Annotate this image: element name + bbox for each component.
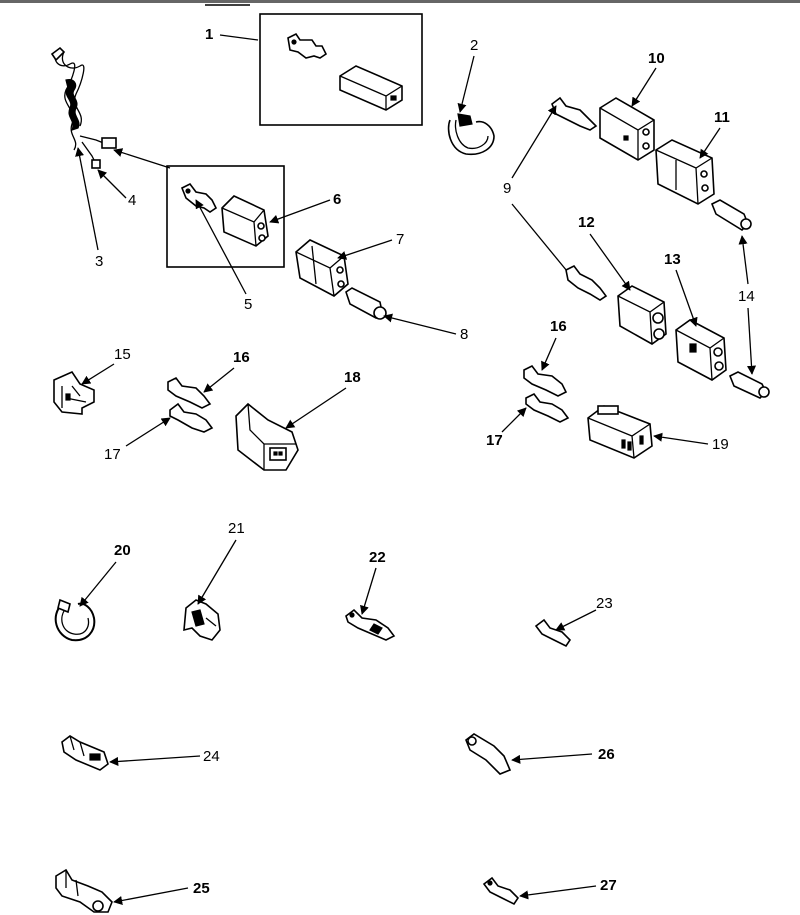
- callout-21: 21: [228, 520, 245, 537]
- leader-15: [81, 363, 115, 385]
- leader-9a: [511, 105, 557, 179]
- leader-1: [219, 34, 259, 41]
- part-18-connector-housing: [235, 402, 299, 471]
- part-25-ground-terminal: [55, 868, 113, 913]
- leader-17-right: [501, 407, 527, 433]
- part-6-connector-housing: [221, 195, 269, 247]
- leader-harness-to-kit: [113, 148, 171, 169]
- callout-24: 24: [203, 748, 220, 765]
- callout-23: 23: [596, 595, 613, 612]
- part-9-terminal-upper: [551, 96, 598, 131]
- leader-11: [699, 127, 721, 159]
- leader-19: [653, 432, 709, 445]
- part-14-pin-upper: [710, 199, 752, 232]
- part-14-pin-lower: [728, 371, 770, 399]
- callout-1: 1: [205, 26, 213, 43]
- callout-22: 22: [369, 549, 386, 566]
- callout-13: 13: [664, 251, 681, 268]
- leader-17-left: [125, 417, 171, 447]
- callout-26: 26: [598, 746, 615, 763]
- leader-2: [457, 55, 475, 113]
- leader-14a: [738, 235, 749, 285]
- leader-4: [97, 169, 127, 199]
- part-7-connector: [295, 239, 349, 297]
- cropped-header-strip: [0, 0, 800, 3]
- callout-9: 9: [503, 180, 511, 197]
- part-26-tab-terminal: [465, 733, 512, 775]
- part-1-connector-housing: [339, 65, 403, 111]
- part-17-terminal-right: [525, 392, 570, 423]
- leader-25: [113, 887, 189, 905]
- part-23-terminal: [534, 618, 572, 648]
- leader-21: [197, 539, 237, 605]
- leader-10: [631, 67, 657, 107]
- part-2-clamp: [447, 113, 495, 156]
- part-13-connector-housing: [675, 319, 727, 381]
- leader-26: [511, 753, 593, 764]
- part-16-terminal-left: [167, 376, 212, 409]
- part-22-terminal: [345, 608, 396, 641]
- callout-27: 27: [600, 877, 617, 894]
- leader-18: [285, 387, 347, 429]
- leader-16-right: [541, 337, 557, 371]
- part-5-terminal: [180, 182, 218, 213]
- leader-20: [79, 561, 117, 607]
- callout-3: 3: [95, 253, 103, 270]
- leader-24: [109, 755, 201, 766]
- part-24-receptacle-terminal: [61, 735, 109, 771]
- part-19-connector-housing: [587, 405, 653, 459]
- part-17-terminal-left: [169, 402, 214, 433]
- callout-4: 4: [128, 192, 136, 209]
- callout-2: 2: [470, 37, 478, 54]
- leader-14b: [746, 307, 757, 375]
- callout-17-left: 17: [104, 446, 121, 463]
- part-21-clip: [183, 599, 221, 641]
- callout-5: 5: [244, 296, 252, 313]
- leader-13: [675, 269, 698, 327]
- leader-16-left: [203, 367, 235, 393]
- leader-3: [75, 147, 99, 251]
- callout-19: 19: [712, 436, 729, 453]
- callout-11: 11: [714, 109, 730, 126]
- callout-7: 7: [396, 231, 404, 248]
- callout-6: 6: [333, 191, 341, 208]
- callout-16-right: 16: [550, 318, 567, 335]
- leader-7: [337, 239, 393, 260]
- callout-20: 20: [114, 542, 131, 559]
- part-1-terminal: [287, 32, 328, 59]
- leader-5: [195, 199, 247, 295]
- part-8-pin-terminal: [345, 287, 387, 320]
- callout-12: 12: [578, 214, 595, 231]
- callout-10: 10: [648, 50, 665, 67]
- part-10-connector-housing: [599, 97, 655, 161]
- callout-14: 14: [738, 288, 755, 305]
- callout-18: 18: [344, 369, 361, 386]
- callout-8: 8: [460, 326, 468, 343]
- leader-6: [269, 199, 331, 224]
- callout-25: 25: [193, 880, 210, 897]
- part-15-bracket: [53, 370, 95, 415]
- leader-23: [555, 609, 597, 631]
- leader-12: [589, 233, 631, 291]
- leader-9b: [511, 203, 577, 283]
- part-20-clamp: [54, 598, 96, 642]
- part-9-terminal-lower: [565, 264, 608, 301]
- callout-15: 15: [114, 346, 131, 363]
- part-27-terminal: [482, 876, 520, 906]
- callout-17-right: 17: [486, 432, 503, 449]
- part-16-terminal-right: [523, 364, 568, 397]
- leader-22: [360, 567, 377, 615]
- part-3-wire-harness: [50, 46, 117, 169]
- part-12-connector-housing: [617, 285, 667, 345]
- leader-8: [383, 313, 457, 335]
- leader-27: [519, 885, 597, 900]
- part-1-kit-frame: [259, 13, 423, 126]
- callout-16-left: 16: [233, 349, 250, 366]
